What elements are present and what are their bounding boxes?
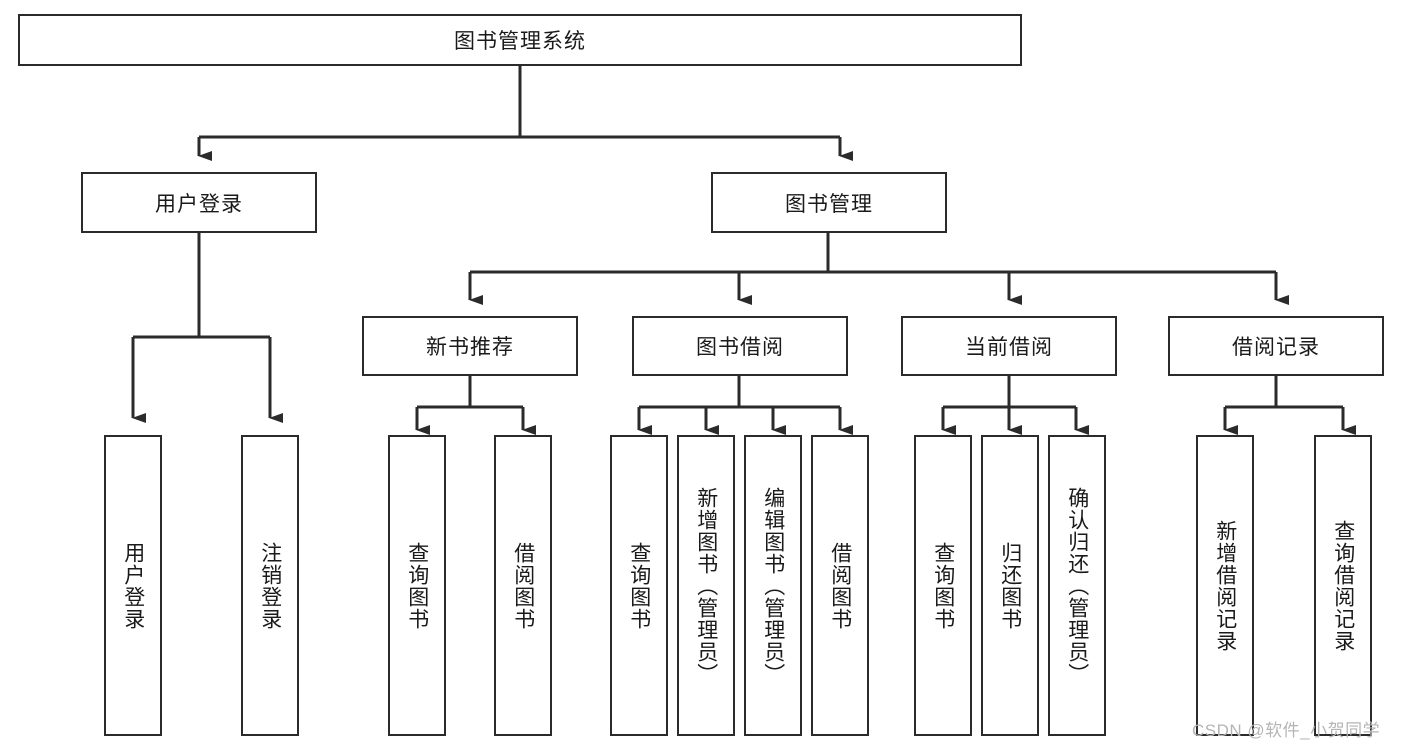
node-leaf-add-book-label: 新增图书（管理员） xyxy=(694,486,718,685)
node-leaf-user-login-label: 用户登录 xyxy=(121,541,145,630)
node-leaf-query-book-1-label: 查询图书 xyxy=(405,541,429,630)
node-book-manage[interactable]: 图书管理 xyxy=(711,172,947,233)
node-leaf-add-record[interactable]: 新增借阅记录 xyxy=(1196,435,1254,736)
node-borrow-record[interactable]: 借阅记录 xyxy=(1168,316,1384,376)
node-leaf-user-login[interactable]: 用户登录 xyxy=(104,435,162,736)
node-leaf-query-record[interactable]: 查询借阅记录 xyxy=(1314,435,1372,736)
node-leaf-return-book[interactable]: 归还图书 xyxy=(981,435,1039,736)
node-leaf-query-book-3[interactable]: 查询图书 xyxy=(914,435,972,736)
node-book-manage-label: 图书管理 xyxy=(785,192,873,216)
node-leaf-edit-book-label: 编辑图书（管理员） xyxy=(761,486,785,685)
node-leaf-query-book-1[interactable]: 查询图书 xyxy=(388,435,446,736)
node-leaf-borrow-book-1-label: 借阅图书 xyxy=(511,541,535,630)
node-leaf-query-record-label: 查询借阅记录 xyxy=(1331,519,1355,652)
node-leaf-query-book-2-label: 查询图书 xyxy=(627,541,651,630)
node-leaf-logout-label: 注销登录 xyxy=(258,541,282,630)
node-leaf-borrow-book-2[interactable]: 借阅图书 xyxy=(811,435,869,736)
node-leaf-borrow-book-2-label: 借阅图书 xyxy=(828,541,852,630)
node-leaf-return-book-label: 归还图书 xyxy=(998,541,1022,630)
node-user-login-label: 用户登录 xyxy=(155,192,243,216)
node-current-borrow-label: 当前借阅 xyxy=(965,336,1053,359)
node-leaf-add-book[interactable]: 新增图书（管理员） xyxy=(677,435,735,736)
node-leaf-borrow-book-1[interactable]: 借阅图书 xyxy=(494,435,552,736)
node-current-borrow[interactable]: 当前借阅 xyxy=(901,316,1117,376)
node-leaf-logout[interactable]: 注销登录 xyxy=(241,435,299,736)
node-new-book-recommend[interactable]: 新书推荐 xyxy=(362,316,578,376)
node-root[interactable]: 图书管理系统 xyxy=(18,14,1022,66)
node-root-label: 图书管理系统 xyxy=(454,30,586,53)
node-leaf-confirm-return-label: 确认归还（管理员） xyxy=(1065,486,1089,685)
node-leaf-query-book-3-label: 查询图书 xyxy=(931,541,955,630)
node-borrow-record-label: 借阅记录 xyxy=(1232,336,1320,359)
node-new-book-recommend-label: 新书推荐 xyxy=(426,336,514,359)
node-leaf-edit-book[interactable]: 编辑图书（管理员） xyxy=(744,435,802,736)
node-leaf-add-record-label: 新增借阅记录 xyxy=(1213,519,1237,652)
node-leaf-confirm-return[interactable]: 确认归还（管理员） xyxy=(1048,435,1106,736)
node-book-borrow[interactable]: 图书借阅 xyxy=(632,316,848,376)
node-user-login[interactable]: 用户登录 xyxy=(81,172,317,233)
node-leaf-query-book-2[interactable]: 查询图书 xyxy=(610,435,668,736)
node-book-borrow-label: 图书借阅 xyxy=(696,336,784,359)
